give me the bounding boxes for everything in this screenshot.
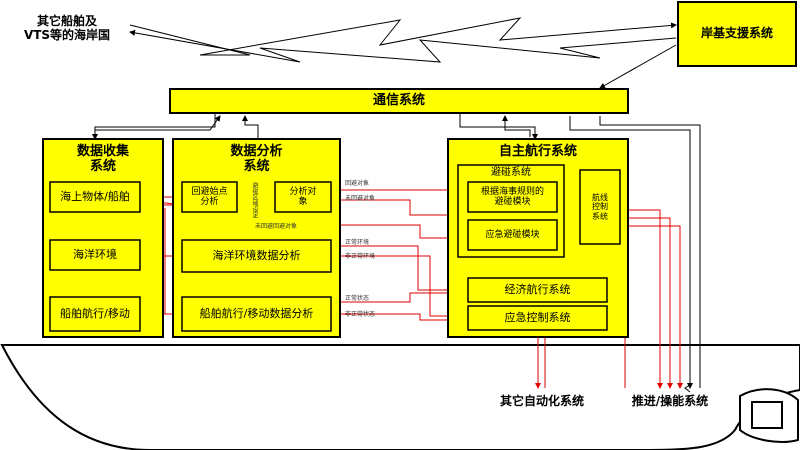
rule-collision-label: 根据海事规则的 避碰模块 (480, 186, 544, 207)
annotation-non-avoid-avoid: 未回避回避对象 (255, 223, 298, 230)
route-control-box (579, 169, 621, 245)
emergency-collision-label: 应急避碰模块 (485, 229, 540, 240)
annotation-avoid-target: 回避对象 (345, 180, 370, 187)
sea-env-box (49, 239, 141, 271)
annotation-avoid-zone: 避碰区域设定 (251, 182, 258, 218)
sea-object-box (49, 181, 141, 213)
annotation-normal-env: 正常环境 (345, 239, 370, 246)
annotation-normal-state: 正常状态 (345, 295, 370, 302)
ship-nav-box (49, 296, 141, 332)
rule-collision-box (467, 181, 558, 213)
emergency-control-box (467, 305, 608, 331)
radio-links (129, 17, 677, 89)
other-automation-label: 其它自动化系统 (499, 394, 584, 408)
data-analysis-title: 数据分析 系统 (230, 144, 283, 174)
env-analysis-label: 海洋环境数据分析 (212, 248, 301, 262)
comm-system-box (169, 88, 629, 114)
target-analysis-box (274, 181, 332, 213)
ship-window (751, 401, 783, 429)
sea-env-label: 海洋环境 (73, 247, 117, 261)
economic-nav-label: 经济航行系统 (504, 282, 571, 296)
comm-system-label: 通信系统 (372, 92, 425, 108)
nav-analysis-label: 船舶航行/移动数据分析 (199, 306, 314, 320)
avoid-start-box (181, 181, 238, 213)
autonomous-title: 自主航行系统 (498, 143, 577, 159)
emergency-control-label: 应急控制系统 (504, 310, 571, 324)
annotation-abnormal-env: 非正常环境 (345, 253, 376, 260)
annotation-non-avoid-target: 未回避对象 (345, 195, 376, 202)
collision-system-title: 避碰系统 (491, 167, 531, 179)
target-analysis-label: 分析对 象 (289, 186, 317, 207)
comm-links (92, 113, 701, 393)
propulsion-label: 推进/操能系统 (631, 394, 709, 408)
avoid-start-label: 回避始点 分析 (191, 186, 228, 207)
data-collection-title: 数据收集 系统 (76, 144, 129, 174)
shore-support-label: 岸基支援系统 (700, 26, 773, 41)
sea-object-label: 海上物体/船舶 (60, 189, 130, 203)
economic-nav-box (467, 277, 608, 303)
shore-support-box (677, 1, 797, 67)
env-analysis-box (181, 239, 332, 273)
ship-nav-label: 船舶航行/移动 (60, 306, 130, 320)
other-ships-vts-label: 其它船舶及 VTS等的海岸国 (23, 14, 111, 43)
annotation-abnormal-state: 非正常状态 (345, 311, 376, 318)
emergency-collision-box (467, 219, 558, 251)
nav-analysis-box (181, 296, 332, 332)
route-control-label: 航线 控制 系统 (592, 193, 608, 221)
